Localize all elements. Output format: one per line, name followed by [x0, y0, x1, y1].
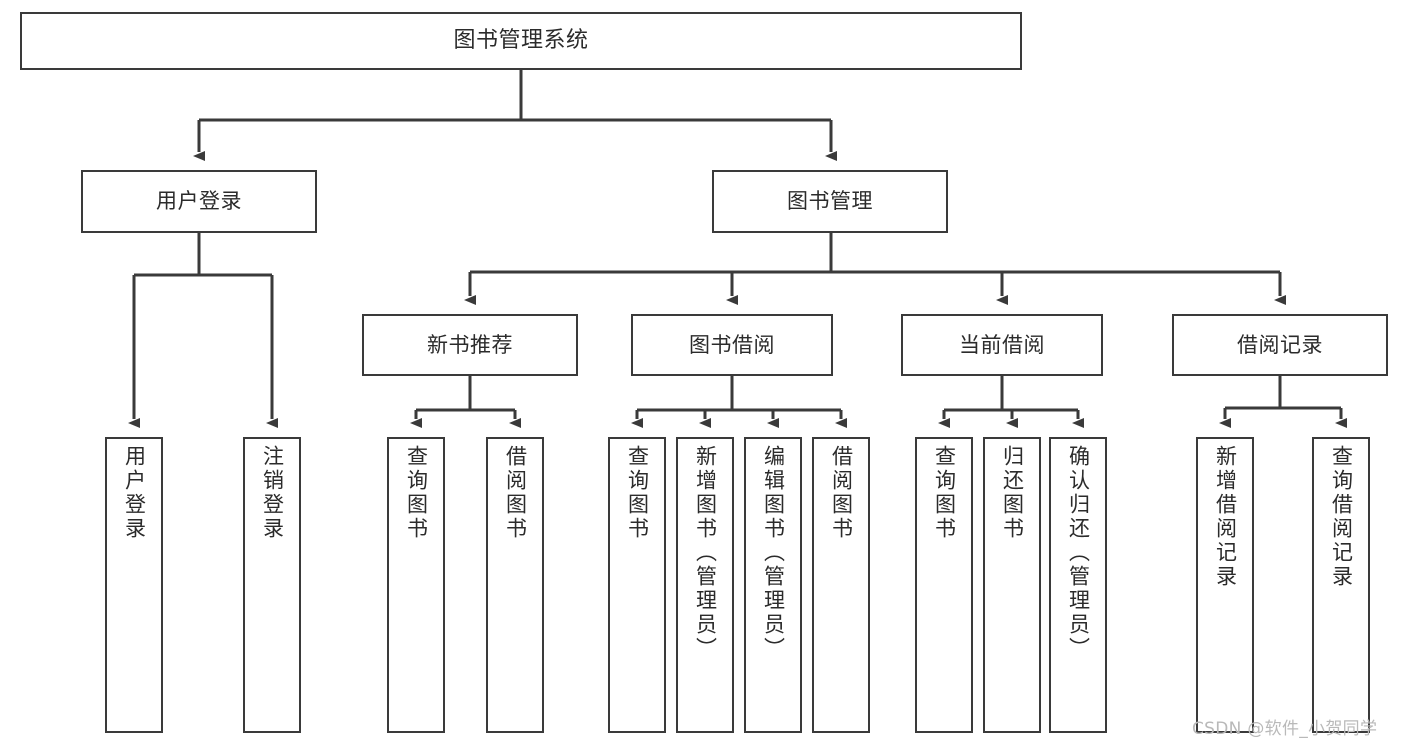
node-label: 注销登录 — [260, 445, 285, 541]
node-label: 确认归还（管理员） — [1066, 445, 1091, 661]
node-label: 新增借阅记录 — [1213, 445, 1238, 589]
node-label: 查询图书 — [404, 445, 429, 541]
leaf-logout[interactable]: 注销登录 — [243, 437, 301, 733]
node-label: 编辑图书（管理员） — [761, 445, 786, 661]
node-label: 用户登录 — [122, 445, 147, 541]
node-label: 图书借阅 — [689, 332, 775, 357]
leaf-add-borrow-record[interactable]: 新增借阅记录 — [1196, 437, 1254, 733]
node-user-login[interactable]: 用户登录 — [81, 170, 317, 233]
leaf-query-book-current[interactable]: 查询图书 — [915, 437, 973, 733]
leaf-edit-book-admin[interactable]: 编辑图书（管理员） — [744, 437, 802, 733]
leaf-query-book-borrow[interactable]: 查询图书 — [608, 437, 666, 733]
node-label: 归还图书 — [1000, 445, 1025, 541]
node-label: 借阅记录 — [1237, 332, 1323, 357]
leaf-borrow-book-recommend[interactable]: 借阅图书 — [486, 437, 544, 733]
node-label: 新增图书（管理员） — [693, 445, 718, 661]
leaf-return-book[interactable]: 归还图书 — [983, 437, 1041, 733]
node-label: 用户登录 — [156, 189, 242, 214]
node-root-system[interactable]: 图书管理系统 — [20, 12, 1022, 70]
leaf-user-login[interactable]: 用户登录 — [105, 437, 163, 733]
leaf-borrow-book[interactable]: 借阅图书 — [812, 437, 870, 733]
node-label: 查询借阅记录 — [1329, 445, 1354, 589]
node-book-management[interactable]: 图书管理 — [712, 170, 948, 233]
node-label: 查询图书 — [932, 445, 957, 541]
node-label: 新书推荐 — [427, 332, 513, 357]
watermark-text: CSDN @软件_小贺同学 — [1192, 719, 1378, 739]
node-book-borrow[interactable]: 图书借阅 — [631, 314, 833, 376]
leaf-query-borrow-record[interactable]: 查询借阅记录 — [1312, 437, 1370, 733]
leaf-add-book-admin[interactable]: 新增图书（管理员） — [676, 437, 734, 733]
node-new-book-recommend[interactable]: 新书推荐 — [362, 314, 578, 376]
leaf-query-book-recommend[interactable]: 查询图书 — [387, 437, 445, 733]
node-label: 查询图书 — [625, 445, 650, 541]
node-label: 图书管理系统 — [453, 28, 589, 54]
node-label: 图书管理 — [787, 189, 873, 214]
leaf-confirm-return-admin[interactable]: 确认归还（管理员） — [1049, 437, 1107, 733]
node-label: 借阅图书 — [503, 445, 528, 541]
node-current-borrow[interactable]: 当前借阅 — [901, 314, 1103, 376]
node-label: 借阅图书 — [829, 445, 854, 541]
node-borrow-record[interactable]: 借阅记录 — [1172, 314, 1388, 376]
node-label: 当前借阅 — [959, 332, 1045, 357]
